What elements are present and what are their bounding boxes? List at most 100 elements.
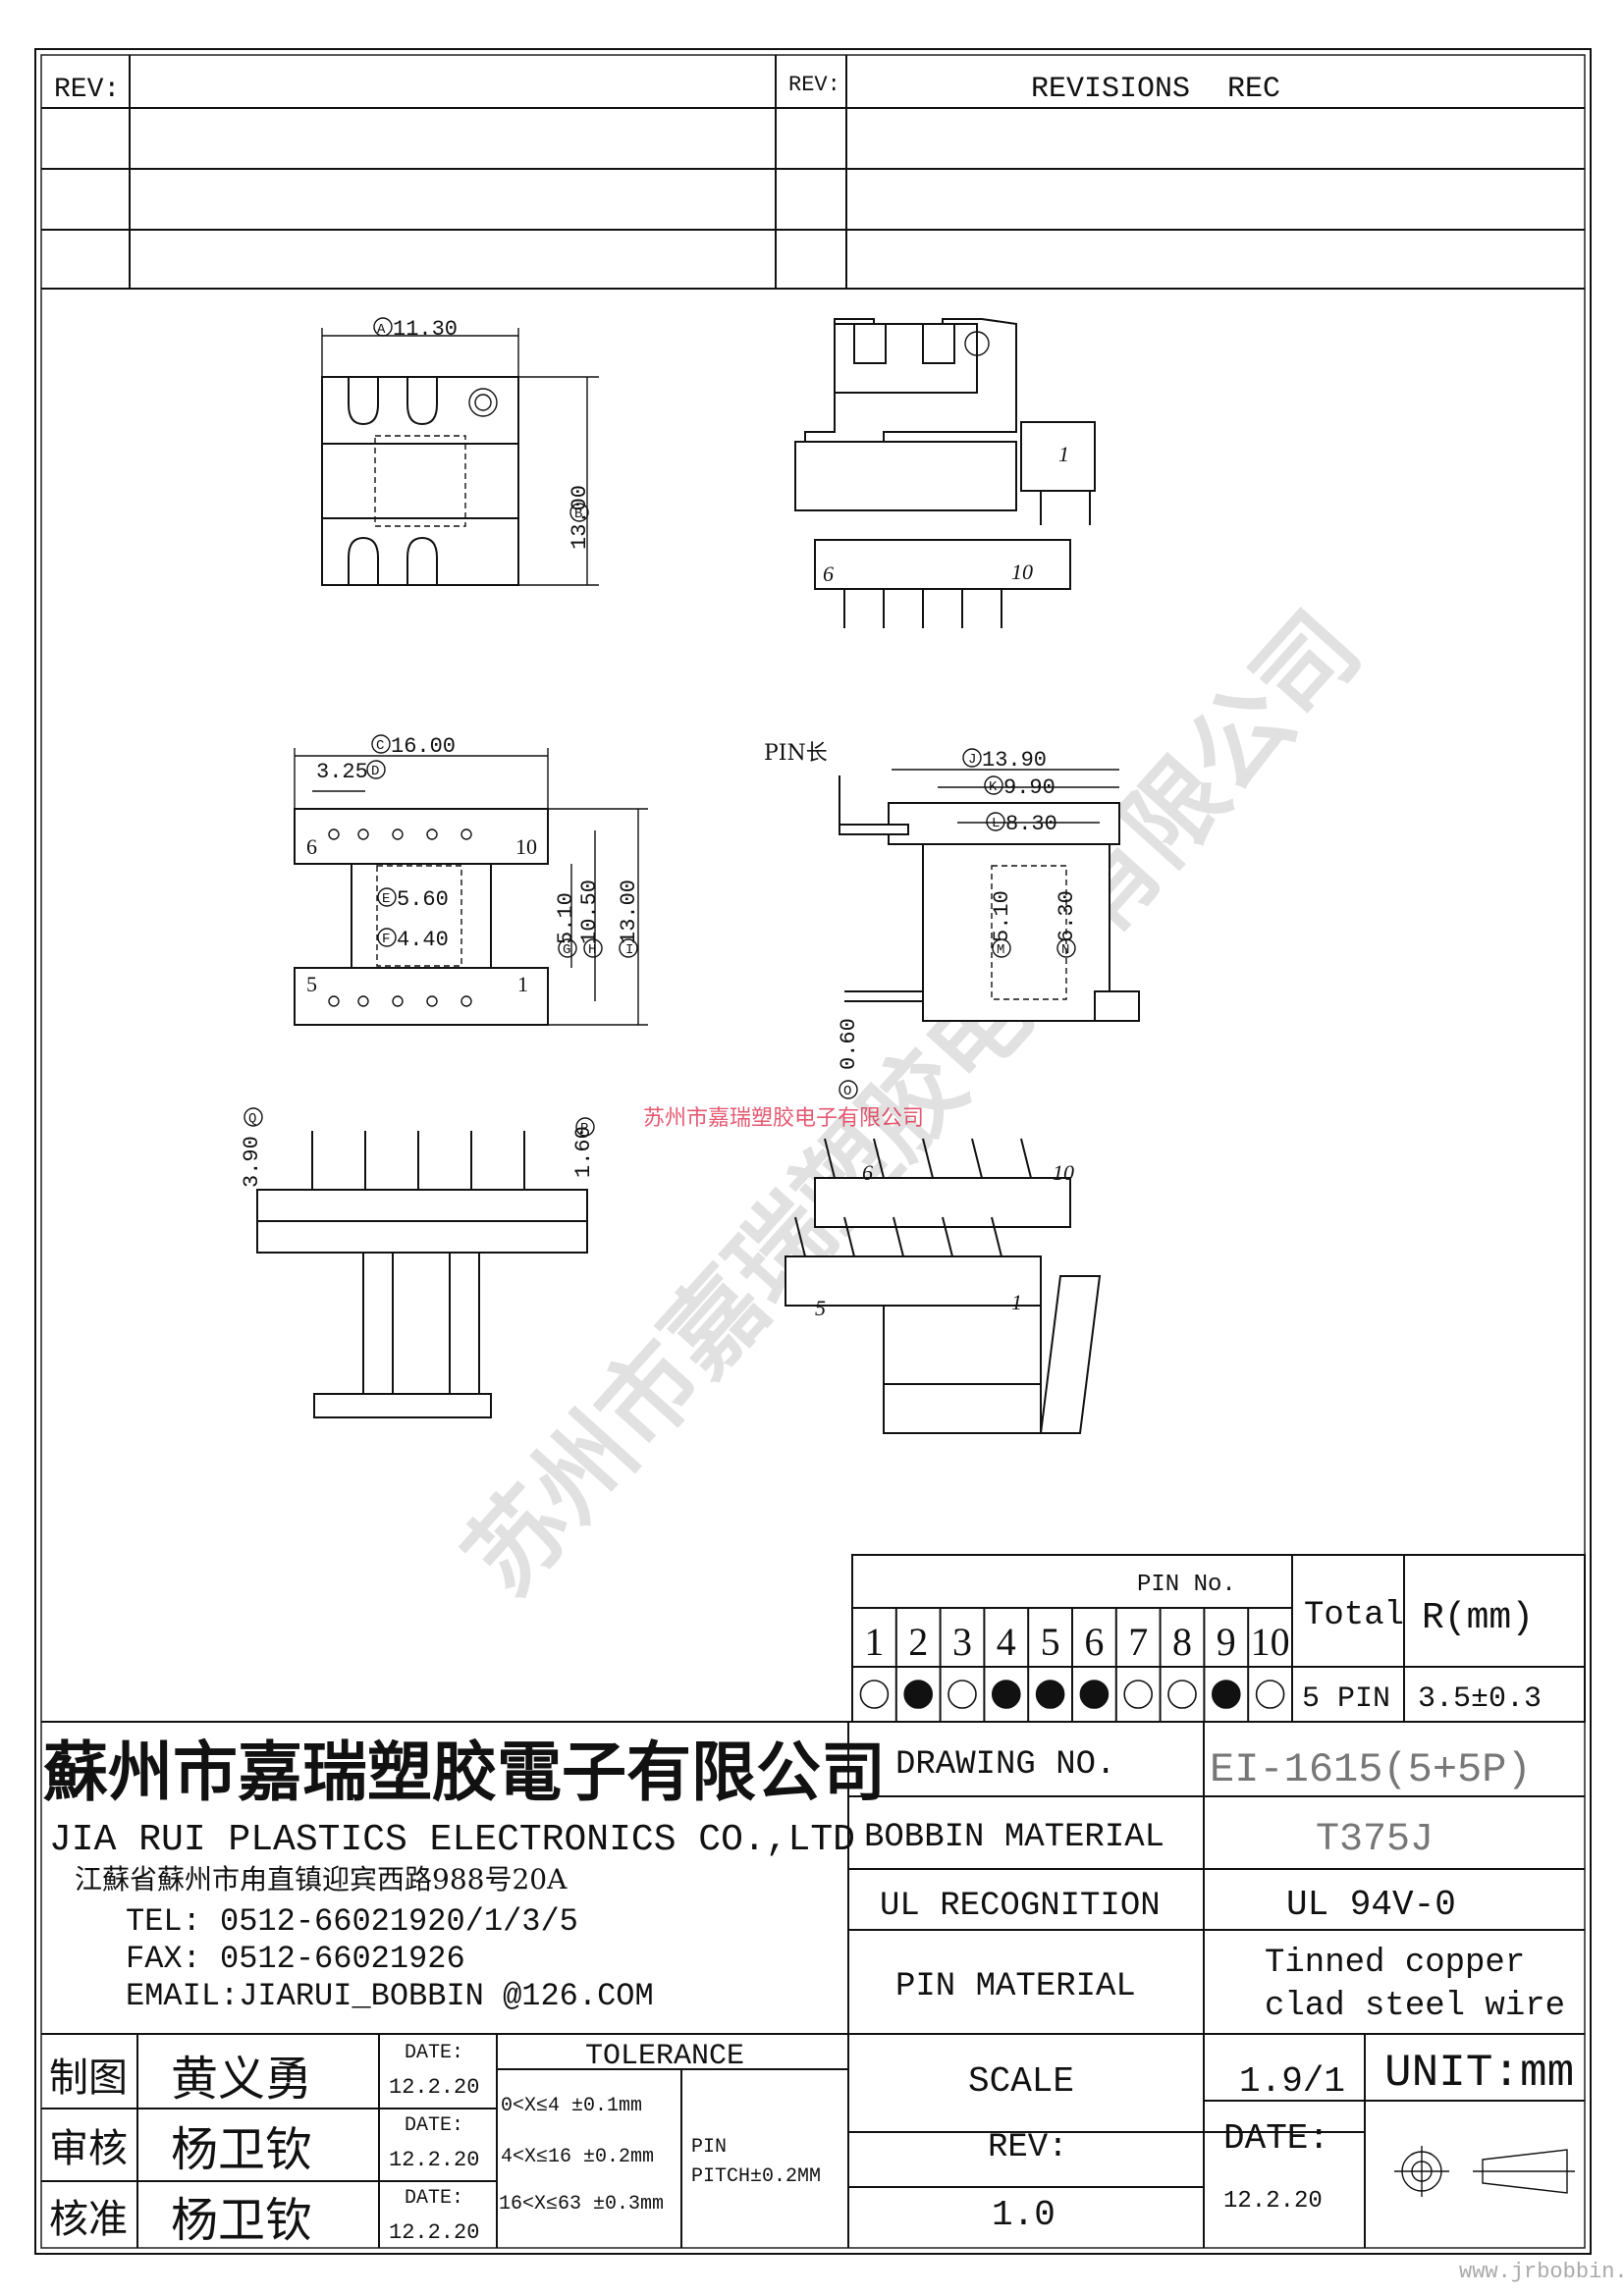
scale-value: 1.9/1	[1239, 2061, 1345, 2102]
iso1-pin-1: 1	[1058, 442, 1069, 466]
pin-marker-8	[1167, 1680, 1197, 1709]
rev-label-mid: REV:	[788, 73, 840, 97]
tolerance-row-1: 0<X≤4 ±0.1mm	[501, 2095, 642, 2117]
signoff-date-approved: 12.2.20	[389, 2220, 479, 2245]
pin-number-10: 10	[1251, 1620, 1290, 1664]
company-fax: FAX: 0512-66021926	[126, 1941, 465, 1977]
rev-value: 1.0	[992, 2195, 1056, 2235]
inner-border	[40, 54, 1586, 2249]
tolerance-row-3: 16<X≤63 ±0.3mm	[499, 2193, 664, 2216]
date-value: 12.2.20	[1223, 2188, 1323, 2215]
dim-P-value: 1.60	[571, 1126, 596, 1178]
dim-letter-N: N	[1061, 942, 1069, 958]
pin-marker-5	[1035, 1680, 1065, 1709]
front-view: 6 10 5 1 C 16.00 3.25 D E 5.60 F 4.40 5.…	[294, 734, 648, 1026]
dim-F-value: 4.40	[397, 928, 449, 952]
tolerance-pin-label: PIN	[691, 2136, 727, 2159]
dim-letter-L: L	[992, 816, 1000, 831]
iso2-pin-10: 10	[1053, 1160, 1074, 1185]
dim-A-value: 11.30	[393, 317, 458, 342]
scale-label: SCALE	[968, 2061, 1074, 2102]
pin-marker-6	[1079, 1680, 1110, 1709]
signoff-name-checked: 杨卫钦	[171, 2122, 312, 2177]
front-pin-5: 5	[306, 972, 317, 996]
dim-G-value: 5.10	[554, 892, 578, 944]
rev-label-left: REV:	[54, 75, 120, 105]
watermark-text: 苏州市嘉瑞塑胶电子有限公司	[442, 590, 1382, 1616]
dim-N-value: 6.30	[1055, 890, 1079, 942]
company-name-cn: 蘇州市嘉瑞塑胶電子有限公司	[43, 1734, 886, 1810]
pin-marker-1	[859, 1680, 890, 1709]
drawing-no-label: DRAWING NO.	[895, 1746, 1115, 1784]
iso1-pin-6: 6	[823, 561, 834, 586]
outer-border	[34, 48, 1592, 2255]
pin-marker-10	[1255, 1680, 1285, 1709]
pin-side-view: 3.90 Q 1.60 P	[240, 1107, 596, 1418]
rec-label: REC	[1227, 73, 1280, 106]
pin-material-value-2: clad steel wire	[1265, 1988, 1565, 2025]
pin-marker-9	[1212, 1680, 1241, 1709]
pin-length-label: PIN长	[764, 741, 828, 766]
dim-letter-F: F	[382, 932, 390, 947]
ul-value: UL 94V-0	[1286, 1885, 1456, 1925]
rev-label: REV:	[988, 2129, 1068, 2166]
tolerance-title: TOLERANCE	[585, 2040, 744, 2073]
dim-letter-Q: Q	[248, 1111, 256, 1127]
iso-view-top: 6 10 1	[794, 318, 1096, 628]
signoff-date-label-drawn: DATE:	[405, 2042, 463, 2064]
drawing-no-value: EI-1615(5+5P)	[1210, 1746, 1532, 1793]
signoff-date-checked: 12.2.20	[389, 2148, 479, 2172]
company-name-en: JIA RUI PLASTICS ELECTRONICS CO.,LTD	[49, 1819, 855, 1861]
iso-view-bottom: 6 10 5 1	[785, 1138, 1102, 1434]
pin-number-7: 7	[1128, 1620, 1148, 1664]
front-pin-6: 6	[306, 834, 317, 859]
pin-material-label: PIN MATERIAL	[895, 1968, 1136, 2005]
tolerance-row-2: 4<X≤16 ±0.2mm	[501, 2146, 654, 2168]
diagonal-watermark: 苏州市嘉瑞塑胶电子有限公司	[442, 590, 1382, 1616]
pin-number-2: 2	[908, 1620, 928, 1664]
dim-letter-I: I	[625, 942, 633, 958]
signoff-date-label-approved: DATE:	[405, 2187, 463, 2210]
title-block: 蘇州市嘉瑞塑胶電子有限公司 JIA RUI PLASTICS ELECTRONI…	[41, 1721, 1585, 2248]
dim-J-value: 13.90	[982, 748, 1047, 773]
dim-letter-J: J	[968, 752, 976, 768]
dim-L-value: 8.30	[1005, 812, 1057, 836]
ul-label: UL RECOGNITION	[880, 1888, 1161, 1925]
dim-C-value: 16.00	[391, 734, 456, 759]
tolerance-pitch-label: PITCH±0.2MM	[691, 2165, 821, 2188]
top-view: A 11.30 13.00 B	[321, 317, 599, 586]
company-address: 江蘇省蘇州市甪直镇迎宾西路988号20A	[75, 1863, 568, 1896]
r-label: R(mm)	[1422, 1597, 1534, 1639]
dim-Q-value: 3.90	[240, 1136, 264, 1188]
bobbin-material-label: BOBBIN MATERIAL	[864, 1819, 1164, 1856]
pin-marker-3	[947, 1680, 977, 1709]
pin-number-4: 4	[997, 1620, 1016, 1664]
dim-letter-M: M	[997, 942, 1004, 958]
r-value: 3.5±0.3	[1418, 1682, 1542, 1716]
pin-number-9: 9	[1217, 1620, 1236, 1664]
revisions-label: REVISIONS	[1031, 73, 1190, 106]
revision-block: REV: REV: REVISIONS REC	[41, 55, 1585, 290]
dim-letter-P: P	[580, 1121, 588, 1137]
side-view: PIN长 J 13.90 K 9.90 L 8.30 5.10 6.30 M N…	[764, 741, 1140, 1099]
pin-marker-4	[992, 1680, 1021, 1709]
signoff-role-checked: 审核	[49, 2126, 128, 2171]
watermark-url: www.jrbobbin.com	[1459, 2260, 1624, 2284]
signoff-date-label-checked: DATE:	[405, 2114, 463, 2137]
dim-letter-D: D	[371, 764, 379, 779]
total-value: 5 PIN	[1302, 1682, 1390, 1716]
pin-number-1: 1	[864, 1620, 884, 1664]
company-tel: TEL: 0512-66021920/1/3/5	[126, 1903, 578, 1940]
bobbin-material-value: T375J	[1316, 1818, 1434, 1862]
dim-letter-E: E	[382, 891, 390, 907]
pin-marker-2	[903, 1680, 934, 1709]
dim-E-value: 5.60	[397, 887, 449, 912]
dim-letter-G: G	[563, 942, 570, 958]
signoff-name-approved: 杨卫钦	[171, 2193, 312, 2248]
signoff-name-drawn: 黄义勇	[171, 2052, 312, 2107]
dim-I-value: 13.00	[617, 880, 641, 944]
dim-letter-C: C	[376, 738, 384, 754]
